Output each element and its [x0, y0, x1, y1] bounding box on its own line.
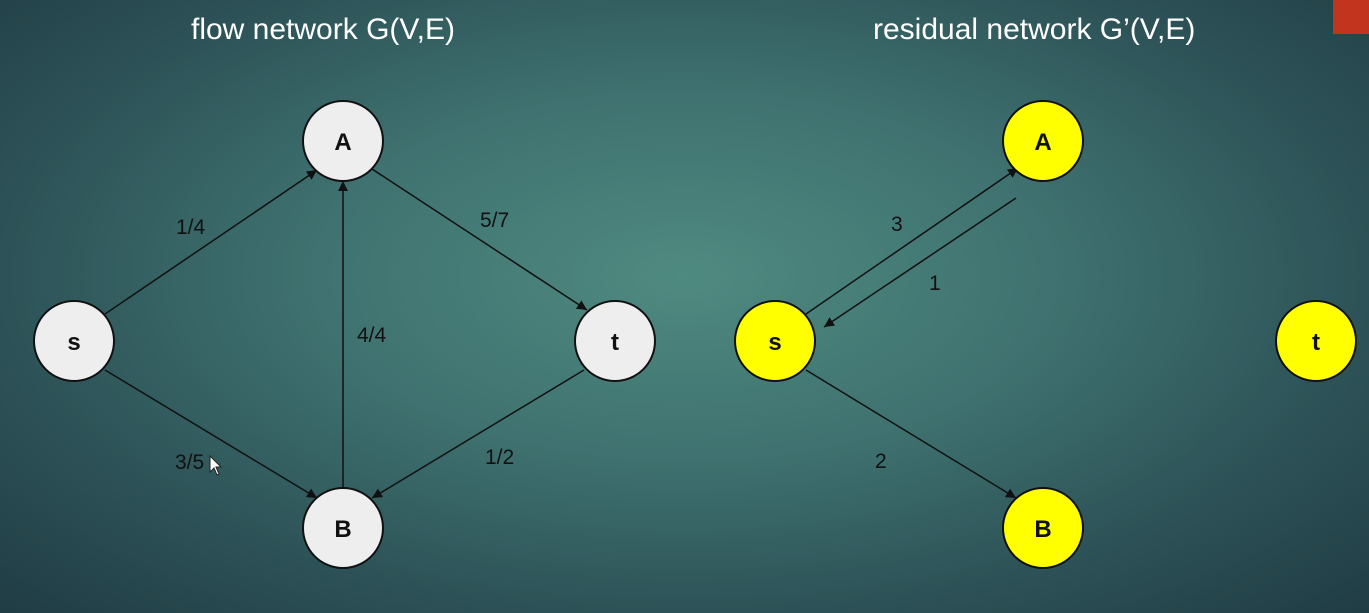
flow-node-t — [574, 300, 656, 382]
flow-node-s — [33, 300, 115, 382]
slide-corner-tab — [1333, 0, 1369, 34]
residual-node-label-A: A — [1034, 129, 1051, 156]
flow-edge-t-B — [371, 369, 585, 499]
flow-node-label-A: A — [334, 129, 351, 156]
residual-node-B — [1002, 487, 1084, 569]
residual-edge-label-s-B: 2 — [875, 450, 887, 473]
residual-node-A — [1002, 100, 1084, 182]
residual-edge-label-A-s: 1 — [929, 272, 941, 295]
flow-network-title: flow network G(V,E) — [191, 13, 455, 46]
flow-network-graph: 1/4 3/5 4/4 5/7 1/2 s A Bt — [33, 100, 656, 569]
residual-network-title: residual network G’(V,E) — [873, 13, 1196, 46]
flow-edge-s-A — [104, 169, 318, 315]
flow-edge-label-s-B: 3/5 — [175, 451, 204, 474]
residual-node-t — [1275, 300, 1357, 382]
residual-edge-label-s-A: 3 — [891, 213, 903, 236]
flow-node-label-B: B — [334, 516, 351, 543]
residual-edge-s-A — [805, 167, 1019, 315]
residual-node-label-B: B — [1034, 516, 1051, 543]
flow-edge-label-A-t: 5/7 — [480, 209, 509, 232]
flow-node-label-t: t — [611, 329, 619, 356]
flow-edge-s-B — [104, 369, 318, 499]
residual-network-graph: 3 1 2 s A Bt — [734, 100, 1357, 569]
flow-edge-label-B-A: 4/4 — [357, 324, 387, 347]
flow-node-label-s: s — [67, 329, 80, 356]
residual-edge-A-s — [823, 197, 1017, 328]
residual-node-label-t: t — [1312, 329, 1320, 356]
residual-node-label-s: s — [768, 329, 781, 356]
flow-edge-label-t-B: 1/2 — [485, 446, 514, 469]
flow-node-A — [302, 100, 384, 182]
residual-node-s — [734, 300, 816, 382]
mouse-cursor-icon — [209, 454, 223, 476]
flow-node-B — [302, 487, 384, 569]
residual-edge-s-B — [805, 369, 1017, 499]
flow-edge-label-s-A: 1/4 — [176, 216, 206, 239]
flow-edge-A-t — [371, 168, 588, 311]
